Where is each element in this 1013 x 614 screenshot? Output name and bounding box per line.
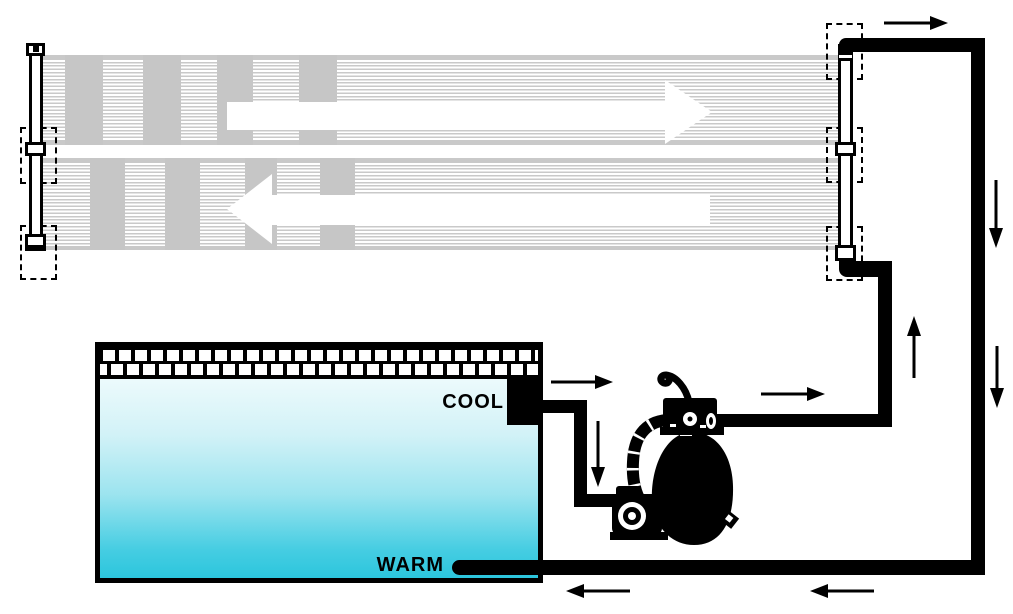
warm-label: WARM	[376, 554, 444, 576]
pool-tile-row	[100, 362, 538, 379]
panel-edge	[42, 141, 838, 145]
manifold-end-cap	[25, 234, 46, 251]
flow-arrow-left-icon	[810, 584, 874, 598]
cap-pin	[33, 46, 39, 52]
panel-block	[90, 158, 125, 250]
flow-arrow-right-icon	[884, 16, 948, 30]
flow-arrow-up-icon	[907, 316, 921, 378]
pipe-right-vertical	[971, 38, 985, 575]
pipe-panel-to-right	[839, 38, 985, 52]
pipe-skimmer-drop	[574, 400, 587, 507]
manifold-coupler	[835, 142, 856, 156]
flow-arrow-right-icon	[551, 375, 613, 389]
manifold-fitting	[839, 52, 852, 61]
panel-edge	[42, 158, 838, 162]
flow-arrow-left-icon	[566, 584, 630, 598]
panel-edge	[42, 55, 838, 59]
manifold-coupler	[25, 142, 46, 156]
solar-panel-top	[42, 55, 838, 145]
pipe-filter-outlet	[712, 414, 892, 427]
panel-block	[143, 55, 181, 145]
sand-filter-pump-icon	[610, 371, 740, 545]
flow-arrow-down-icon	[990, 346, 1004, 408]
pool-tile-row	[100, 347, 538, 362]
skimmer-box-icon	[507, 378, 543, 425]
pool-water	[100, 379, 538, 578]
panel-block	[65, 55, 103, 145]
swimming-pool	[95, 342, 543, 583]
flow-arrow-down-icon	[591, 421, 605, 487]
cool-label: COOL	[442, 391, 504, 413]
panel-block	[299, 55, 337, 145]
manifold-fitting	[835, 245, 856, 261]
panel-edge	[42, 246, 838, 250]
solar-panel-bottom	[42, 158, 838, 250]
flow-arrow-down-icon	[989, 180, 1003, 248]
panel-block	[165, 158, 200, 250]
pipe-feed-vertical	[878, 261, 892, 427]
flow-arrow-left-white-icon	[227, 174, 710, 244]
flow-arrow-right-icon	[761, 387, 825, 401]
pipe-warm-return	[452, 560, 985, 575]
panel-block	[217, 55, 253, 145]
